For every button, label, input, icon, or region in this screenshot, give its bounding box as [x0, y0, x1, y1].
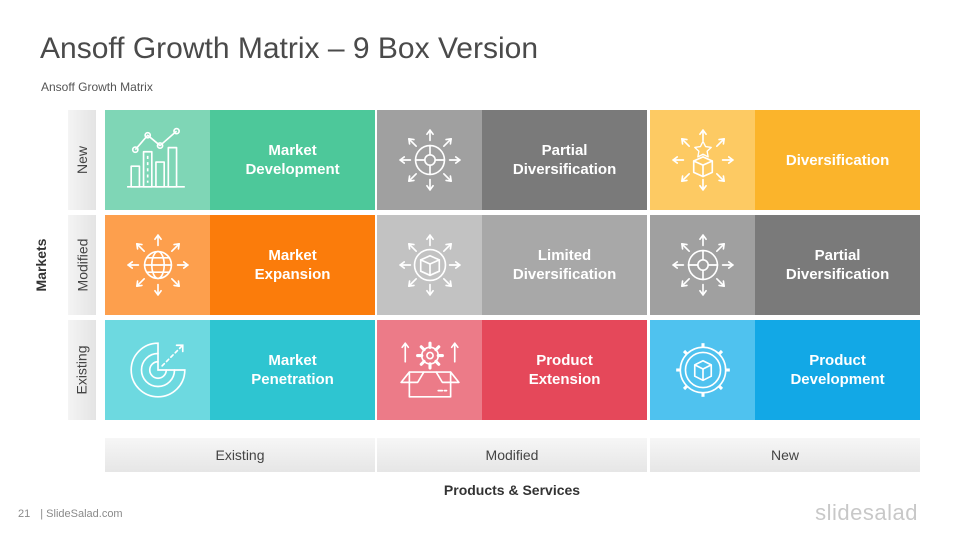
- cell-label: Product Development: [755, 320, 920, 420]
- cell-label: Market Penetration: [210, 320, 375, 420]
- star-box-arrows-icon: [650, 110, 756, 210]
- slide-title: Ansoff Growth Matrix – 9 Box Version: [40, 32, 539, 65]
- x-axis-label: Products & Services: [443, 482, 581, 498]
- page-number: 21: [18, 508, 31, 520]
- row-label-text: Existing: [74, 345, 90, 395]
- gear-open-box-icon: [377, 320, 483, 420]
- bar-chart-growth-icon: [105, 110, 211, 210]
- gear-box-icon: [650, 320, 756, 420]
- column-label: Existing: [105, 438, 375, 472]
- cell-label: Product Extension: [482, 320, 647, 420]
- cell-label: Market Expansion: [210, 215, 375, 315]
- column-label: New: [650, 438, 920, 472]
- compass-arrows-icon: [650, 215, 756, 315]
- matrix-cell: Market Penetration: [105, 320, 375, 420]
- row-label: New: [68, 110, 96, 210]
- column-label: Modified: [377, 438, 647, 472]
- slidesalad-logo: slidesalad: [815, 500, 918, 525]
- matrix-cell: Partial Diversification: [377, 110, 647, 210]
- slide-subtitle: Ansoff Growth Matrix: [41, 80, 153, 94]
- row-label-text: New: [74, 145, 91, 175]
- cell-label: Diversification: [755, 110, 920, 210]
- matrix-cell: Diversification: [650, 110, 920, 210]
- footer-site: | SlideSalad.com: [40, 508, 123, 520]
- row-label-text: Modified: [74, 238, 91, 292]
- matrix-cell: Product Extension: [377, 320, 647, 420]
- matrix-cell: Product Development: [650, 320, 920, 420]
- cell-label: Limited Diversification: [482, 215, 647, 315]
- target-pie-icon: [105, 320, 211, 420]
- matrix-cell: Market Expansion: [105, 215, 375, 315]
- matrix-cell: Limited Diversification: [377, 215, 647, 315]
- footer: 21 | SlideSalad.com: [18, 508, 123, 520]
- globe-arrows-icon: [105, 215, 211, 315]
- box-arrows-icon: [377, 215, 483, 315]
- matrix-cell: Market Development: [105, 110, 375, 210]
- y-axis-label: Markets: [33, 238, 49, 292]
- row-label: Existing: [68, 320, 96, 420]
- matrix-cell: Partial Diversification: [650, 215, 920, 315]
- cell-label: Partial Diversification: [755, 215, 920, 315]
- cell-label: Market Development: [210, 110, 375, 210]
- compass-arrows-icon: [377, 110, 483, 210]
- row-label: Modified: [68, 215, 96, 315]
- cell-label: Partial Diversification: [482, 110, 647, 210]
